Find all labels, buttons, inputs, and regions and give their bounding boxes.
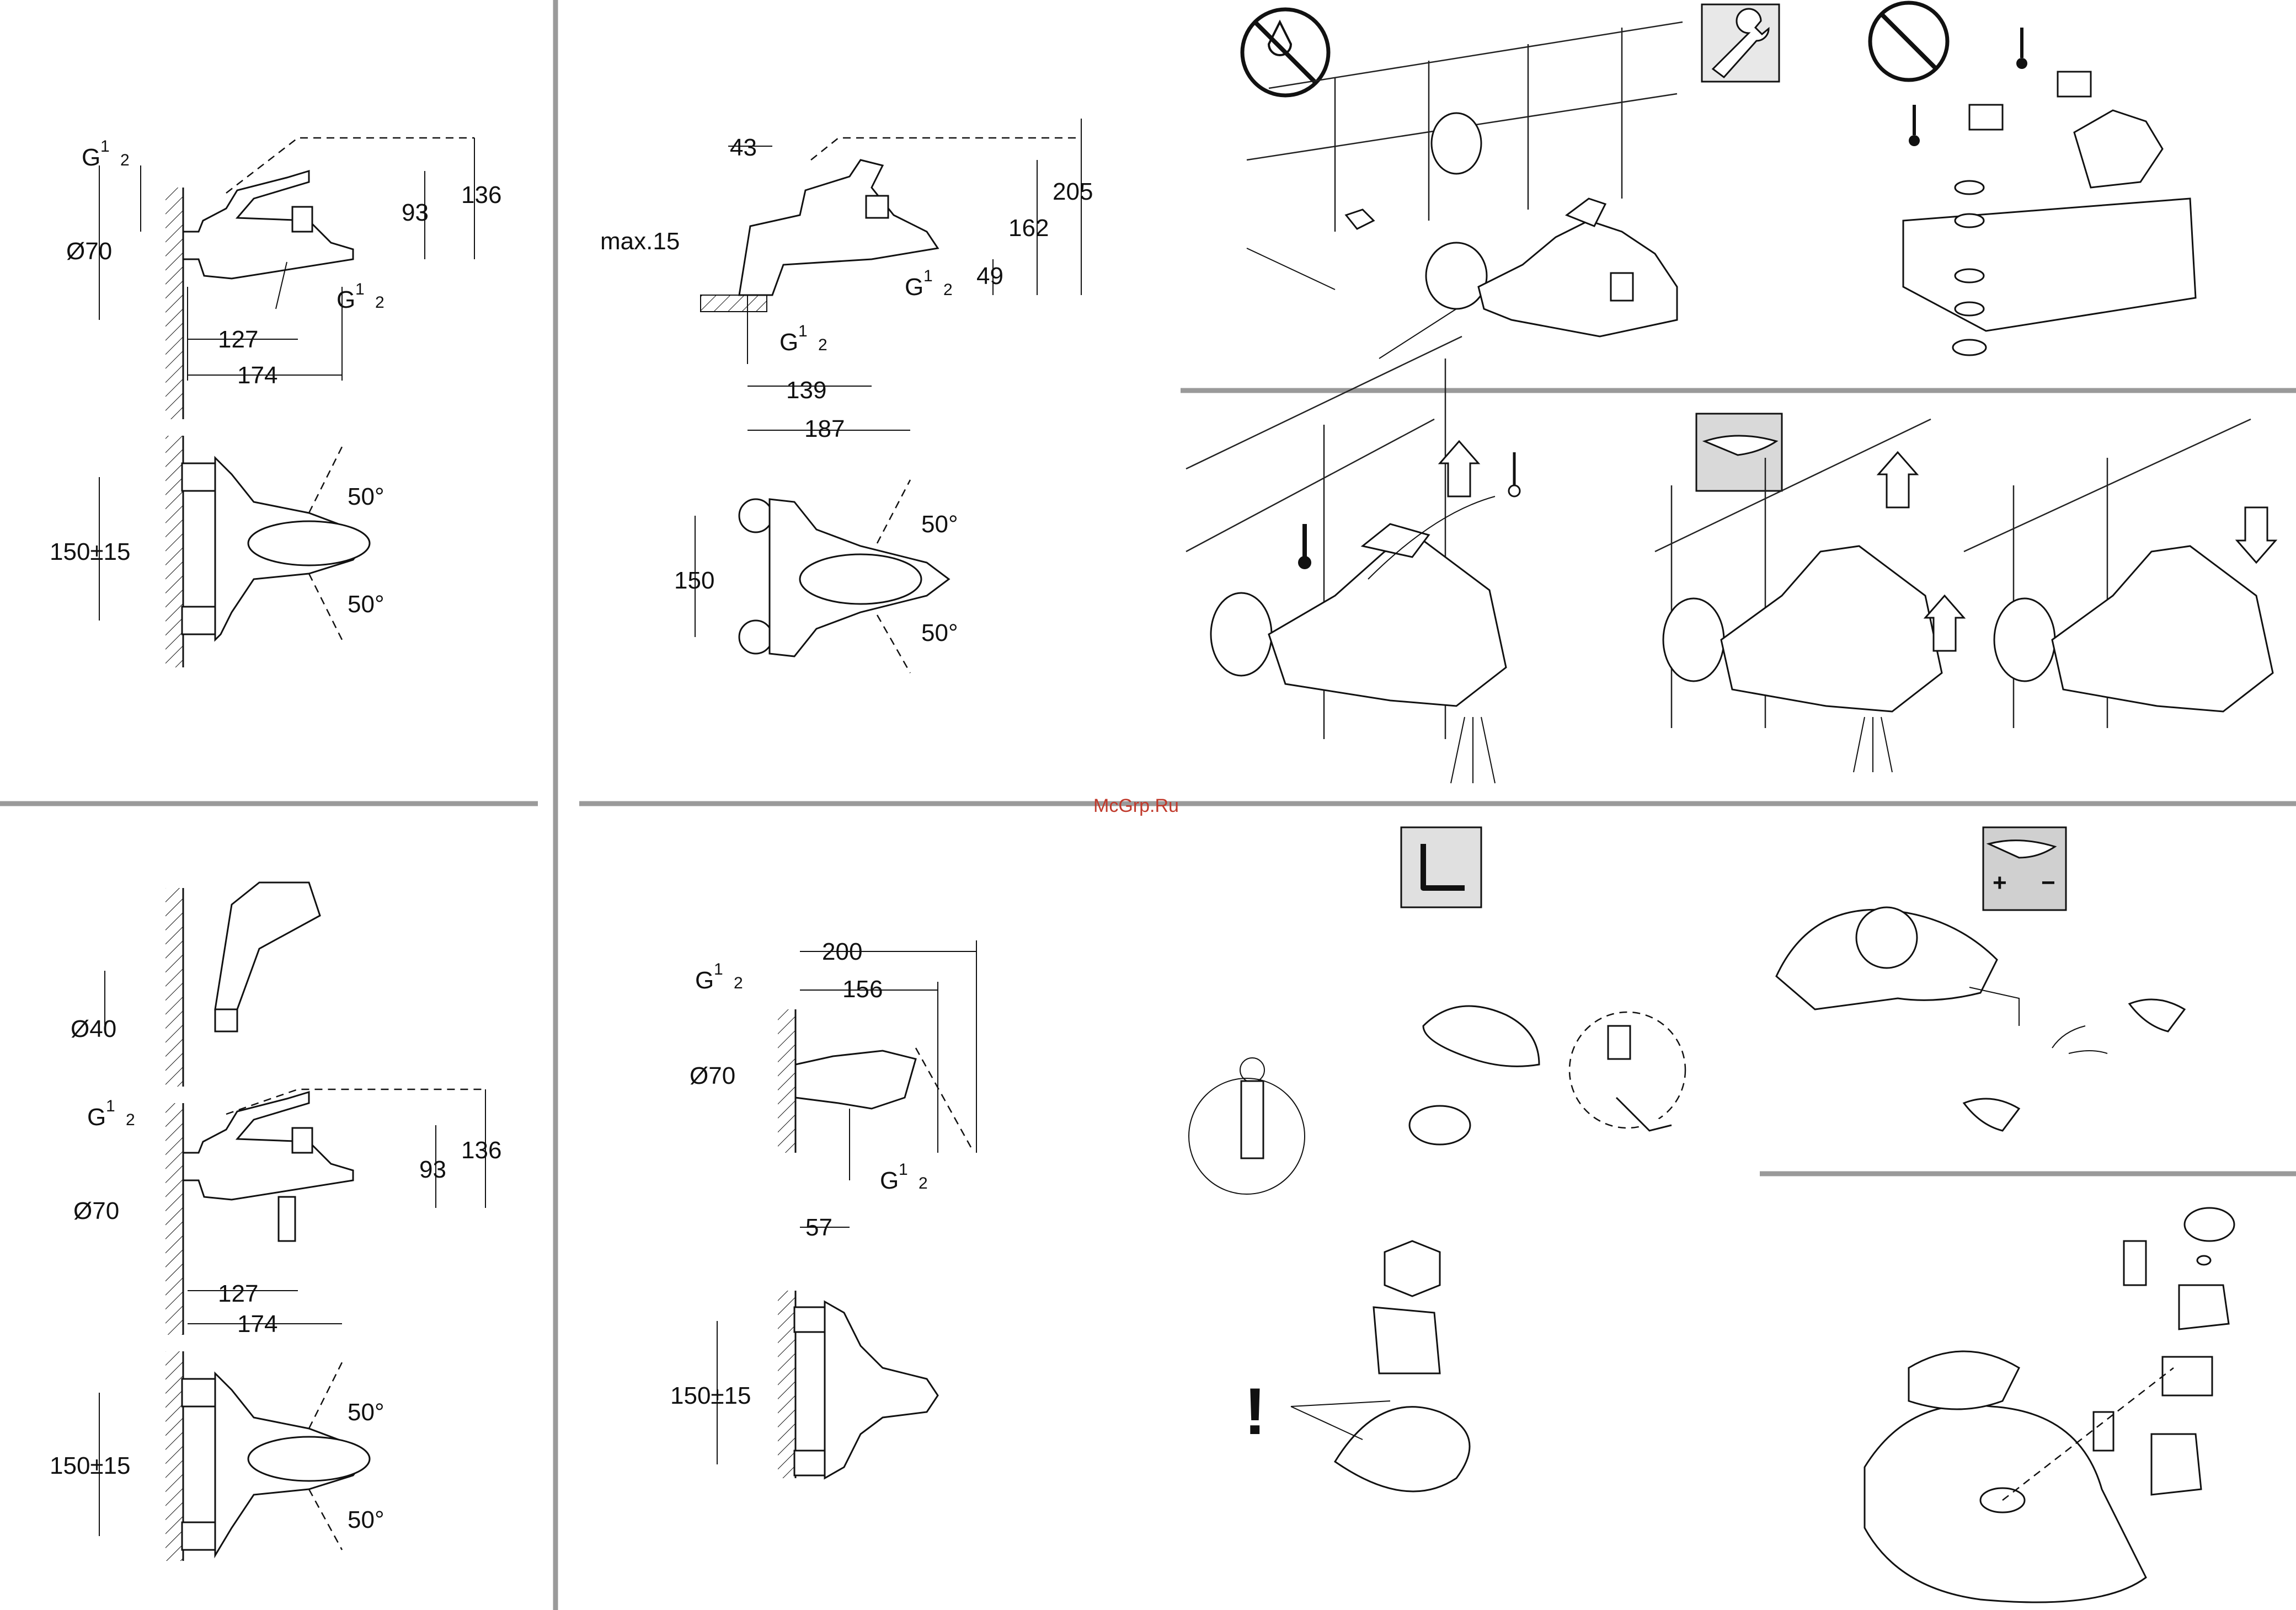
deck-hatch [701,295,767,312]
panel-cartridge-replacement: ! [1189,827,1685,1491]
wall-hatch [165,188,183,419]
cartridge [1374,1307,1440,1373]
dim-d70-shower: Ø70 [690,1062,735,1089]
dim-g-outlet: G [337,286,355,313]
dim-127: 127 [218,326,258,353]
wall-hatch [165,888,183,1087]
svg-text:1: 1 [923,267,933,285]
angle-50-deck-bottom: 50° [921,619,958,646]
angle-50-top: 50° [348,483,385,510]
dim-200: 200 [822,938,862,965]
dim-49: 49 [976,263,1003,290]
dim-g-inlet-b: G [87,1104,106,1131]
dim-136: 136 [461,181,501,208]
mixer-assembly [1478,221,1677,336]
angle-50-top-b: 50° [348,1399,385,1426]
svg-text:1: 1 [798,322,808,340]
dim-150: 150 [674,567,714,594]
dim-162: 162 [1008,215,1049,242]
dim-g-inlet: G [82,144,100,171]
bath-rim [1903,199,2196,331]
wall-hatch [778,1009,795,1153]
panel-operation [1186,336,2276,783]
svg-text:2: 2 [126,1111,135,1129]
dim-139: 139 [786,377,826,404]
angle-50-bottom: 50° [348,591,385,618]
svg-text:2: 2 [375,293,385,312]
dim-150pm15-b: 150±15 [50,1452,131,1479]
panel-temperature-adjustment: + − [1776,827,2185,1131]
dim-57: 57 [805,1214,832,1241]
dim-150pm15-shower: 150±15 [670,1382,751,1409]
panel-hand-shower-dimensions: Ø40 136 93 Ø70 G 1 2 127 174 150±15 50° … [50,882,501,1561]
panel-wall-mixer-front: 150±15 50° 50° [50,436,385,667]
svg-text:2: 2 [734,974,743,992]
warning-mark: ! [1244,1374,1266,1448]
angle-50-bottom-b: 50° [348,1506,385,1533]
plus-sign: + [1993,869,2007,896]
deck-diverter-knob [866,196,888,218]
wall-hatch [165,1351,183,1561]
dim-205: 205 [1053,178,1093,205]
minus-sign: − [2041,869,2055,896]
dim-d70: Ø70 [66,238,112,265]
panel-deck-mixer-top: 150 50° 50° [674,480,958,673]
mixer-side-profile-2 [183,1092,353,1200]
dim-93-b: 93 [419,1156,446,1183]
panel-wall-installation [1242,3,2196,359]
hand-shower [215,882,320,1009]
dim-g-deck-inlet: G [779,329,798,356]
wall-hatch [165,1103,183,1335]
dim-g-shower-outlet: G [880,1167,899,1194]
svg-text:1: 1 [355,280,365,298]
panel-wall-mixer-dimensions: 136 93 Ø70 G 1 2 G 1 2 127 174 [66,137,501,419]
panel-diverter-replacement [1865,1208,2234,1602]
dim-187: 187 [804,415,845,442]
svg-text:1: 1 [106,1097,115,1115]
spout-icon [1983,827,2066,910]
no-water-icon [1242,9,1328,95]
dim-136-b: 136 [461,1137,501,1164]
svg-text:2: 2 [943,281,953,299]
mixer-side-profile [183,171,353,279]
dim-127-b: 127 [218,1280,258,1307]
svg-text:1: 1 [899,1160,908,1179]
wall-hatch [778,1291,795,1478]
diverter-knob [292,207,312,232]
dim-d40: Ø40 [71,1015,116,1042]
shower-mixer-front [825,1302,938,1478]
watermark-text: McGrp.Ru [1093,795,1179,816]
angle-50-deck-top: 50° [921,511,958,538]
dim-d70-b: Ø70 [73,1197,119,1224]
no-water-icon [1870,3,1947,80]
svg-text:2: 2 [919,1174,928,1192]
panel-deck-mixer-dimensions: 43 205 162 49 max.15 G 1 2 G 1 2 139 187 [600,119,1093,442]
dim-93: 93 [402,199,429,226]
svg-text:2: 2 [120,151,130,169]
lever-handle [1423,1006,1539,1066]
dim-156: 156 [842,976,883,1003]
shower-mixer-profile [795,1051,916,1109]
mixer-operation-3 [2052,546,2273,712]
hex-key-icon [1401,827,1481,907]
mixer-operation-2 [1721,546,1942,712]
panel-shower-mixer-dimensions: 200 156 G 1 2 Ø70 G 1 2 57 150±15 [670,938,976,1478]
dim-174: 174 [237,362,277,389]
dim-174-b: 174 [237,1311,277,1338]
lever-front [248,521,370,565]
deck-mixer-assembly [2074,110,2162,188]
dim-150pm15: 150±15 [50,538,131,565]
arrow-down-icon [2237,507,2276,563]
dim-43: 43 [730,134,757,161]
svg-text:1: 1 [714,960,723,978]
wall-hatch [165,436,183,667]
spout-icon [1696,414,1782,491]
dim-g-shower-inlet: G [695,967,714,994]
svg-text:2: 2 [818,336,827,354]
wrench-icon [1702,4,1779,82]
svg-text:1: 1 [100,137,110,156]
dim-g-deck-outlet: G [905,274,923,301]
dim-max15: max.15 [600,228,680,255]
